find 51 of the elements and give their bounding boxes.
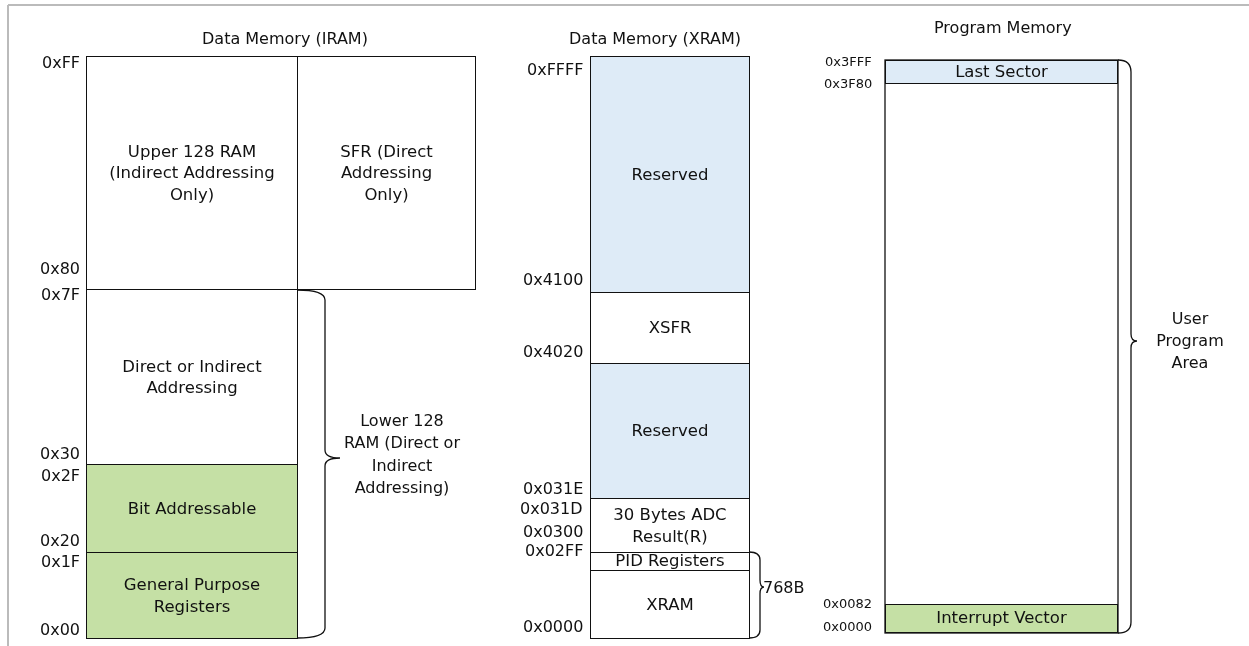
heading: Program Memory [934, 17, 1072, 37]
region-label: SFR (Direct Addressing Only) [339, 140, 434, 206]
memory-region [86, 289, 298, 465]
heading: Data Memory (IRAM) [202, 28, 368, 48]
address-label: 0x0300 [523, 521, 584, 541]
address-label: 0x031D [520, 498, 583, 518]
bracket-label: User Program Area [1155, 307, 1225, 375]
address-label: 0x0000 [823, 619, 873, 635]
region-label: Reserved [631, 163, 709, 186]
memory-region [86, 464, 298, 553]
memory-region [590, 570, 750, 639]
memory-region [86, 552, 298, 639]
region-label: PID Registers [615, 553, 725, 570]
address-label: 0x031E [523, 478, 584, 498]
memory-region [885, 604, 1118, 633]
address-label: 0x00 [40, 619, 80, 639]
address-label: 0xFFFF [527, 59, 584, 79]
bracket-label: 768B [763, 577, 805, 597]
memory-region [590, 498, 750, 553]
memory-region [885, 60, 1118, 84]
region-label: General Purpose Registers [122, 574, 262, 617]
address-label: 0x3F80 [824, 76, 873, 92]
address-label: 0x30 [40, 443, 80, 463]
region-label: Bit Addressable [127, 497, 257, 520]
region-label: Interrupt Vector [936, 610, 1067, 627]
address-label: 0x20 [40, 530, 80, 550]
memory-region [590, 56, 750, 293]
address-label: 0x2F [41, 465, 81, 485]
memory-region [590, 292, 750, 364]
address-label: 0x02FF [525, 540, 584, 560]
bracket-label: Lower 128 RAM (Direct or Indirect Addressing) [343, 410, 461, 500]
address-label: 0x3FFF [825, 54, 872, 70]
address-label: 0xFF [42, 52, 81, 72]
region-label: Last Sector [955, 63, 1048, 81]
region-label: Upper 128 RAM (Indirect Addressing Only) [108, 140, 276, 206]
address-label: 0x0082 [823, 596, 873, 612]
region-label: Reserved [631, 420, 709, 442]
region-label: XRAM [646, 593, 694, 616]
address-label: 0x1F [41, 551, 81, 571]
address-label: 0x0000 [523, 616, 584, 636]
address-label: 0x4020 [523, 341, 584, 361]
memory-region [297, 56, 476, 290]
address-label: 0x4100 [523, 269, 584, 289]
region-label: Direct or Indirect Addressing [121, 355, 263, 399]
memory-region [86, 56, 298, 290]
memory-region [590, 363, 750, 499]
region-label: 30 Bytes ADC Result(R) [612, 504, 728, 547]
region-label: XSFR [648, 317, 692, 339]
address-label: 0x80 [40, 258, 80, 278]
heading: Data Memory (XRAM) [569, 28, 742, 48]
address-label: 0x7F [41, 284, 81, 304]
